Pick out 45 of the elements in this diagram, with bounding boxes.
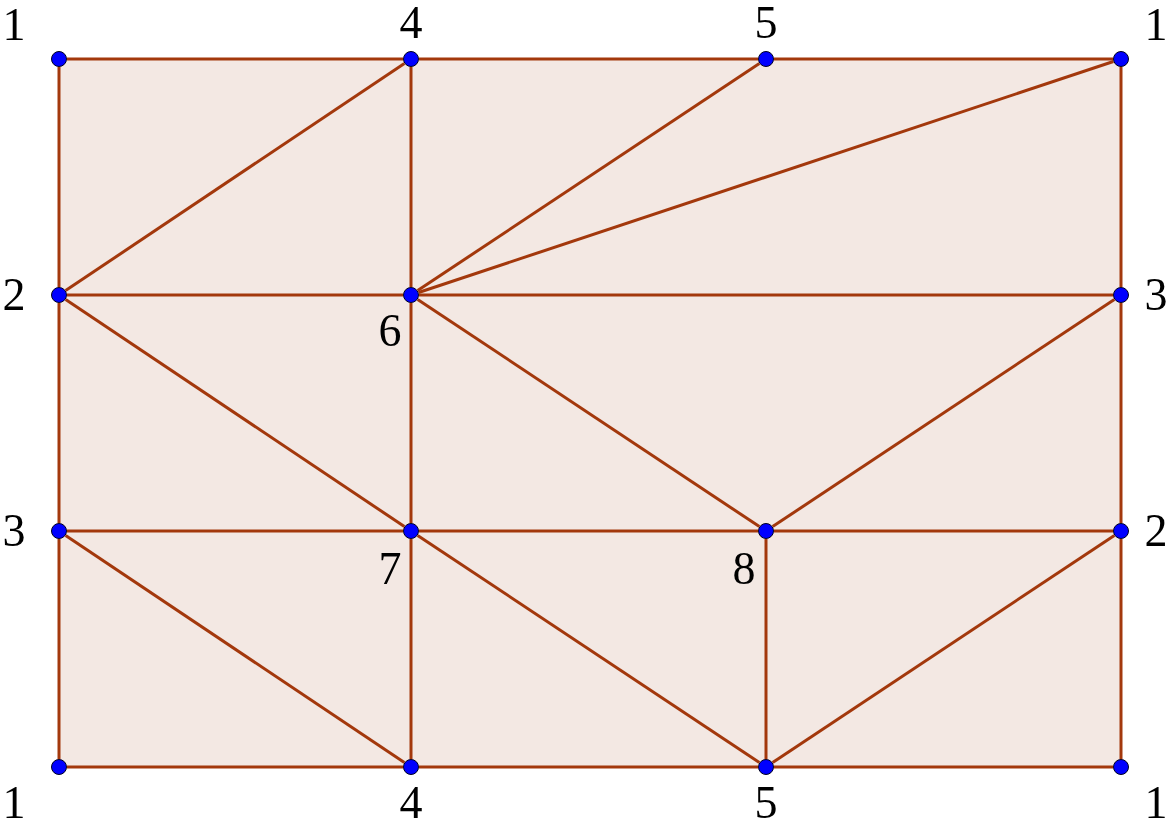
edge-line bbox=[771, 298, 1116, 528]
edge-line bbox=[409, 67, 413, 287]
edge-line bbox=[67, 293, 403, 297]
edge-line bbox=[419, 765, 758, 769]
edge-line bbox=[67, 529, 403, 533]
vertex-label: 5 bbox=[754, 780, 778, 825]
edge-line bbox=[416, 534, 761, 764]
edge-line bbox=[419, 57, 758, 61]
vertex-label: 1 bbox=[2, 780, 26, 825]
edge-line bbox=[418, 60, 1114, 294]
edge-line bbox=[416, 62, 761, 292]
vertex-label: 5 bbox=[754, 0, 778, 46]
vertex-label: 1 bbox=[2, 2, 26, 48]
edge-line bbox=[774, 765, 1113, 769]
edge-line bbox=[57, 67, 61, 287]
vertex-label: 2 bbox=[2, 272, 26, 318]
edge-line bbox=[64, 298, 406, 528]
vertex-label: 1 bbox=[1144, 780, 1168, 825]
vertex-label: 3 bbox=[1144, 272, 1168, 318]
edge-line bbox=[419, 293, 1113, 297]
edge-line bbox=[67, 765, 403, 769]
edge-line bbox=[64, 534, 406, 764]
vertex-label: 4 bbox=[399, 0, 423, 46]
edge-line bbox=[1119, 539, 1123, 759]
edge-line bbox=[774, 57, 1113, 61]
edge-line bbox=[771, 534, 1116, 764]
edge-line bbox=[409, 539, 413, 759]
vertex-label: 3 bbox=[2, 508, 26, 554]
edge-line bbox=[1119, 67, 1123, 287]
vertex-label: 7 bbox=[378, 546, 402, 592]
edge-line bbox=[57, 303, 61, 523]
edge-line bbox=[419, 529, 758, 533]
vertex-label: 8 bbox=[732, 546, 756, 592]
edge-line bbox=[764, 539, 768, 759]
edge-line bbox=[64, 62, 406, 292]
vertex-label: 6 bbox=[378, 308, 402, 354]
vertex-label: 2 bbox=[1144, 508, 1168, 554]
edge-line bbox=[67, 57, 403, 61]
vertex-label: 4 bbox=[399, 780, 423, 825]
edge-line bbox=[57, 539, 61, 759]
vertex-label: 1 bbox=[1144, 2, 1168, 48]
edge-line bbox=[416, 298, 761, 528]
edge-line bbox=[1119, 303, 1123, 523]
edge-line bbox=[409, 303, 413, 523]
edge-line bbox=[774, 529, 1113, 533]
